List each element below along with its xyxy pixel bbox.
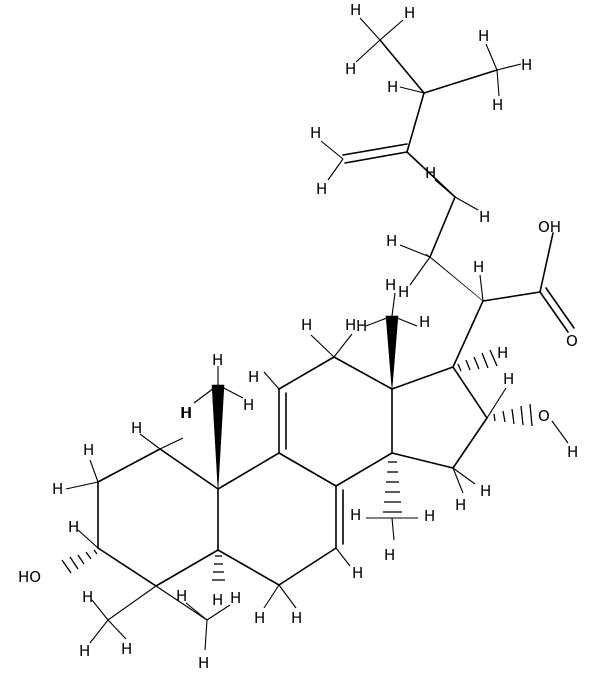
h-label: H <box>131 419 142 437</box>
h-label: H <box>230 589 241 607</box>
carboxyl-oh-label: OH <box>538 218 561 236</box>
h-label: H <box>521 56 532 74</box>
hydrogen-bonds <box>65 17 522 651</box>
h-label: H <box>404 4 415 22</box>
h-label: H <box>212 351 223 369</box>
h-label: H <box>424 507 435 525</box>
h-label: H <box>350 1 361 19</box>
h-label: H <box>455 496 466 514</box>
hash-c3-oh <box>61 549 98 574</box>
h-label: H <box>352 564 363 582</box>
h-label: H <box>425 164 436 182</box>
h-label: H <box>345 316 356 334</box>
h-label: H <box>398 283 409 301</box>
wedge-c10-methyl <box>211 384 225 490</box>
c16-hydroxyl-o-label: O <box>538 407 550 425</box>
h-label: H <box>356 317 367 335</box>
h-label: H <box>83 441 94 459</box>
h-label: H <box>248 368 259 386</box>
c3-hydroxyl-label: HO <box>18 568 41 586</box>
h-label: H <box>350 506 361 524</box>
carbonyl-o-label: O <box>566 332 578 350</box>
h-label: H <box>385 276 396 294</box>
h-label: H <box>480 482 491 500</box>
h-label: H <box>176 587 187 605</box>
c16-oh-bond <box>551 420 569 444</box>
stereo-hashes <box>61 349 533 581</box>
ring-a <box>97 448 219 587</box>
h-label: H <box>478 27 489 45</box>
h-label: H <box>121 640 132 658</box>
wedge-c13-methyl <box>385 315 399 390</box>
h-label: H <box>386 232 397 250</box>
hash-c17-h <box>457 349 498 372</box>
hydrogen-labels: H H H H H H H H H H H H H H H H H H H H … <box>52 1 532 672</box>
ring-c <box>278 356 393 487</box>
h-label: H <box>254 609 265 627</box>
h-label: H <box>212 591 223 609</box>
ring-d <box>391 366 488 469</box>
h-label: H <box>301 316 312 334</box>
h-label: H <box>384 546 395 564</box>
h-label: H <box>180 404 191 422</box>
h-label: H <box>52 480 63 498</box>
side-chain <box>342 39 575 368</box>
hash-c5-h <box>212 555 225 581</box>
h-label: H <box>419 313 430 331</box>
h-label: H <box>198 654 209 672</box>
h-label: H <box>82 588 93 606</box>
h-label: H <box>345 60 356 78</box>
h-label: H <box>79 642 90 660</box>
h-label: H <box>316 180 327 198</box>
h-label: H <box>68 518 79 536</box>
hash-c16-oh <box>493 403 533 427</box>
h-label: H <box>479 208 490 226</box>
h-label: H <box>497 344 508 362</box>
h-label: H <box>387 78 398 96</box>
h-label: H <box>473 258 484 276</box>
h-label: H <box>181 404 192 422</box>
c16-hydroxyl-h-label: H <box>567 443 578 461</box>
h-label: H <box>291 609 302 627</box>
h-label: H <box>243 396 254 414</box>
hash-c14-methyl <box>383 461 402 513</box>
heteroatom-labels: HO OH O O H <box>18 218 578 586</box>
h-label: H <box>310 124 321 142</box>
h-label: H <box>492 96 503 114</box>
ring-b <box>217 452 344 586</box>
h-label: H <box>503 370 514 388</box>
